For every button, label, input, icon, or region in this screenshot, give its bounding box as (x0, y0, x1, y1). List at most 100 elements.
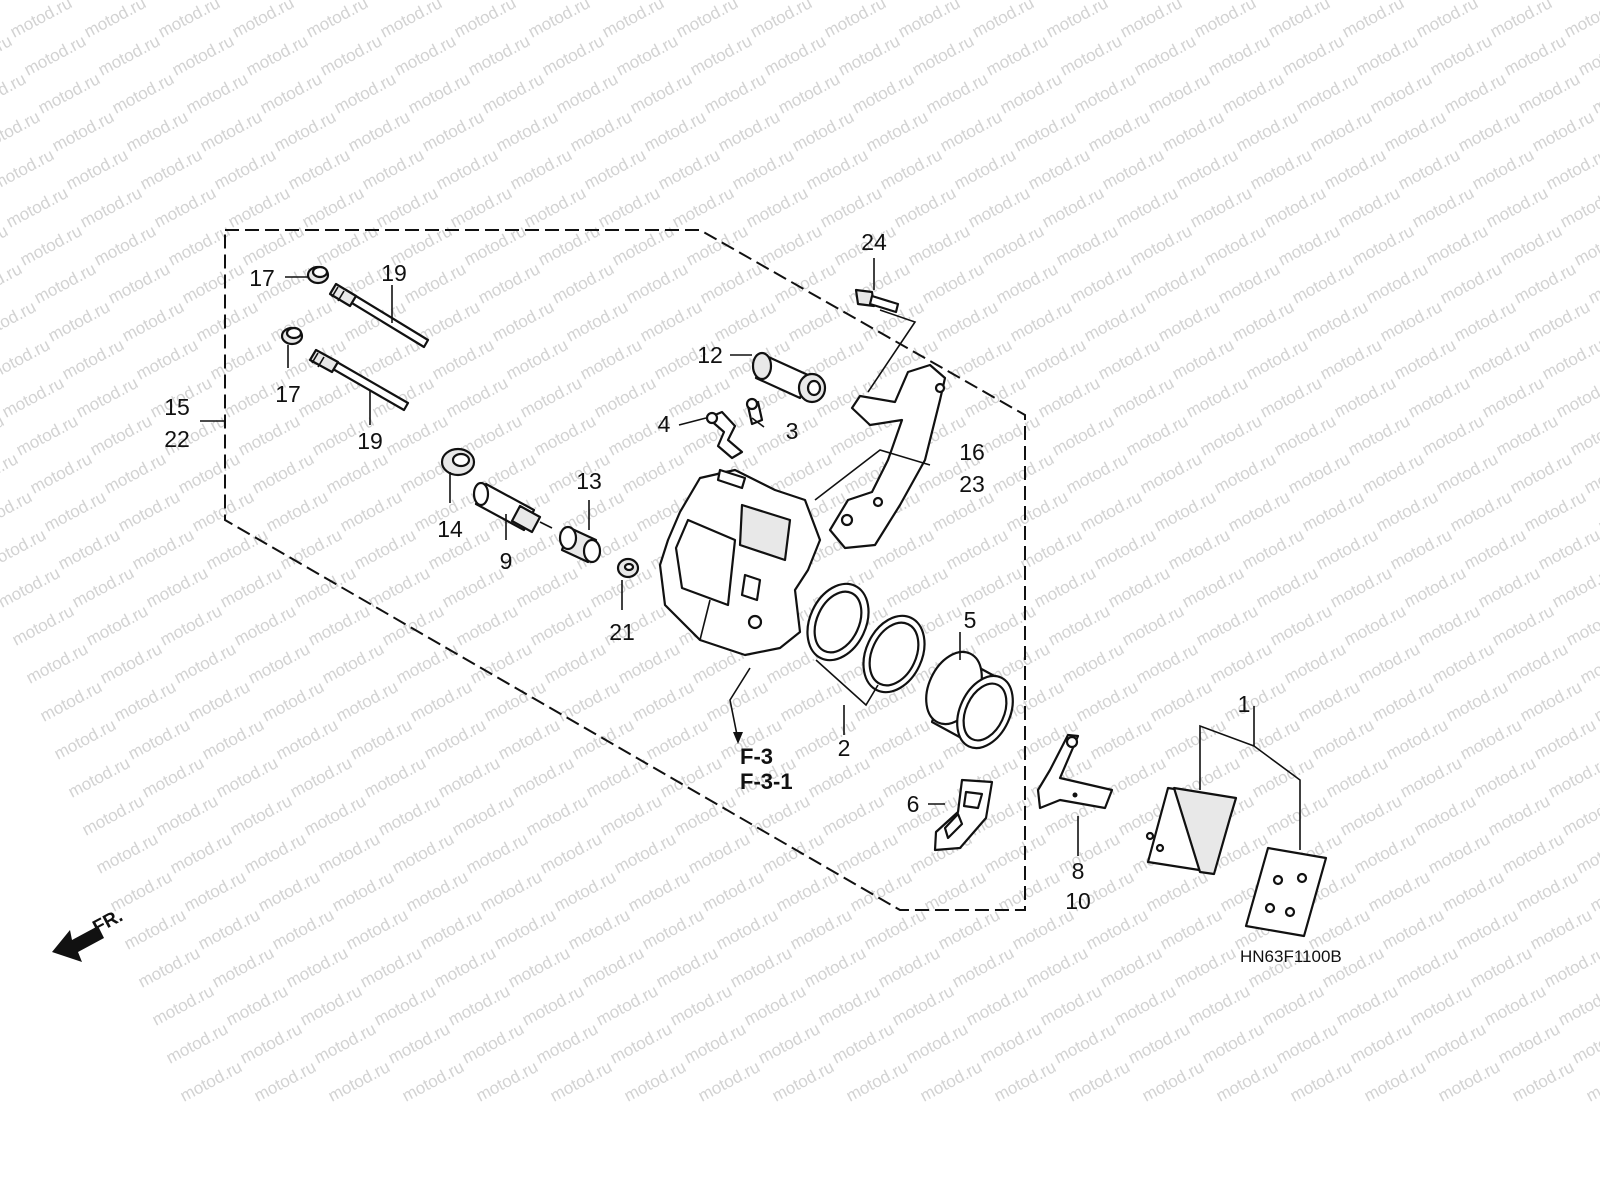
watermark-text: motod.ru (1521, 487, 1589, 535)
watermark-text: motod.ru (1113, 183, 1181, 231)
watermark-text: motod.ru (727, 943, 795, 991)
watermark-text: motod.ru (463, 829, 531, 877)
watermark-text: motod.ru (9, 601, 77, 649)
pad-spring (933, 778, 994, 852)
watermark-text: motod.ru (0, 107, 43, 155)
watermark-text: motod.ru (621, 1057, 689, 1105)
watermark-text: motod.ru (1201, 221, 1269, 269)
watermark-text: motod.ru (729, 145, 797, 193)
watermark-text: motod.ru (1409, 183, 1477, 231)
watermark-text: motod.ru (775, 69, 843, 117)
watermark-text: motod.ru (685, 829, 753, 877)
watermark-text: motod.ru (1511, 259, 1579, 307)
watermark-text: motod.ru (1095, 335, 1163, 383)
watermark-text: motod.ru (519, 981, 587, 1029)
watermark-text: motod.ru (177, 1057, 245, 1105)
watermark-text: motod.ru (1413, 0, 1481, 42)
watermark-text: motod.ru (591, 373, 659, 421)
watermark-text: motod.ru (1289, 259, 1357, 307)
watermark-text: motod.ru (1365, 867, 1433, 915)
watermark-text: motod.ru (171, 639, 239, 687)
caliper-piston (925, 650, 1014, 750)
callout-12: 12 (697, 342, 723, 368)
watermark-text: motod.ru (1383, 715, 1451, 763)
watermark-text: motod.ru (393, 639, 461, 687)
watermark-text: motod.ru (1381, 107, 1449, 155)
front-direction-arrow-icon: FR. (52, 906, 126, 962)
watermark-text: motod.ru (359, 145, 427, 193)
watermark-text: motod.ru (1323, 753, 1391, 801)
reference-f3-1: F-3-1 (740, 769, 793, 794)
watermark-text: motod.ru (1133, 639, 1201, 687)
watermark-text: motod.ru (849, 69, 917, 117)
watermark-text: motod.ru (773, 867, 841, 915)
watermark-text: motod.ru (667, 981, 735, 1029)
watermark-text: motod.ru (227, 791, 295, 839)
watermark-text: motod.ru (245, 639, 313, 687)
watermark-text: motod.ru (565, 905, 633, 953)
watermark-text: motod.ru (1455, 107, 1523, 155)
watermark-text: motod.ru (447, 183, 515, 231)
watermark-text: motod.ru (181, 867, 249, 915)
watermark-text: motod.ru (59, 335, 127, 383)
watermark-text: motod.ru (1575, 31, 1600, 79)
watermark-text: motod.ru (877, 145, 945, 193)
watermark-text: motod.ru (541, 639, 609, 687)
watermark-text: motod.ru (1395, 145, 1463, 193)
watermark-text: motod.ru (1547, 0, 1600, 4)
piston-seal-set (806, 582, 926, 694)
watermark-text: motod.ru (1199, 1019, 1267, 1067)
watermark-text: motod.ru (1055, 829, 1123, 877)
watermark-text: motod.ru (451, 0, 519, 42)
callout-3: 3 (786, 418, 799, 444)
watermark-text: motod.ru (657, 753, 725, 801)
watermark-text: motod.ru (1313, 525, 1381, 573)
watermark-text: motod.ru (701, 69, 769, 117)
callout-2: 2 (838, 735, 851, 761)
watermark-text: motod.ru (1083, 905, 1151, 953)
watermark-text: motod.ru (1191, 0, 1259, 42)
watermark-text: motod.ru (361, 753, 429, 801)
watermark-text: motod.ru (153, 791, 221, 839)
callout-1: 1 (1238, 691, 1251, 717)
watermark-text: motod.ru (1433, 449, 1501, 497)
watermark-text: motod.ru (769, 1057, 837, 1105)
watermark-text: motod.ru (365, 563, 433, 611)
watermark-text: motod.ru (1487, 0, 1555, 42)
watermark-text: motod.ru (1453, 905, 1521, 953)
watermark-text: motod.ru (593, 981, 661, 1029)
watermark-text: motod.ru (1045, 601, 1113, 649)
watermark-text: motod.ru (1139, 1057, 1207, 1105)
watermark-text: motod.ru (597, 791, 665, 839)
watermark-text: motod.ru (1239, 525, 1307, 573)
watermark-text: motod.ru (581, 145, 649, 193)
watermark-text: motod.ru (1213, 1057, 1281, 1105)
watermark-text: motod.ru (277, 525, 345, 573)
watermark-text: motod.ru (1007, 297, 1075, 345)
watermark-text: motod.ru (1573, 829, 1600, 877)
watermark-text: motod.ru (193, 297, 261, 345)
callout-4: 4 (658, 411, 671, 437)
watermark-text: motod.ru (1275, 221, 1343, 269)
watermark-text: motod.ru (249, 449, 317, 497)
watermark-text: motod.ru (1369, 677, 1437, 725)
watermark-text: motod.ru (1085, 107, 1153, 155)
watermark-text: motod.ru (313, 221, 381, 269)
watermark-text: motod.ru (1469, 145, 1537, 193)
watermark-text: motod.ru (687, 31, 755, 79)
watermark-text: motod.ru (1359, 449, 1427, 497)
watermark-text: motod.ru (0, 335, 53, 383)
watermark-text: motod.ru (489, 297, 557, 345)
watermark-text: motod.ru (343, 905, 411, 953)
watermark-text: motod.ru (1299, 487, 1367, 535)
watermark-text: motod.ru (355, 335, 423, 383)
watermark-text: motod.ru (87, 411, 155, 459)
watermark-text: motod.ru (951, 145, 1019, 193)
watermark-text: motod.ru (979, 221, 1047, 269)
watermark-text: motod.ru (847, 867, 915, 915)
watermark-text: motod.ru (1023, 943, 1091, 991)
watermark-text: motod.ru (505, 943, 573, 991)
watermark-text: motod.ru (861, 905, 929, 953)
watermark-text: motod.ru (1025, 145, 1093, 193)
watermark-text: motod.ru (491, 905, 559, 953)
